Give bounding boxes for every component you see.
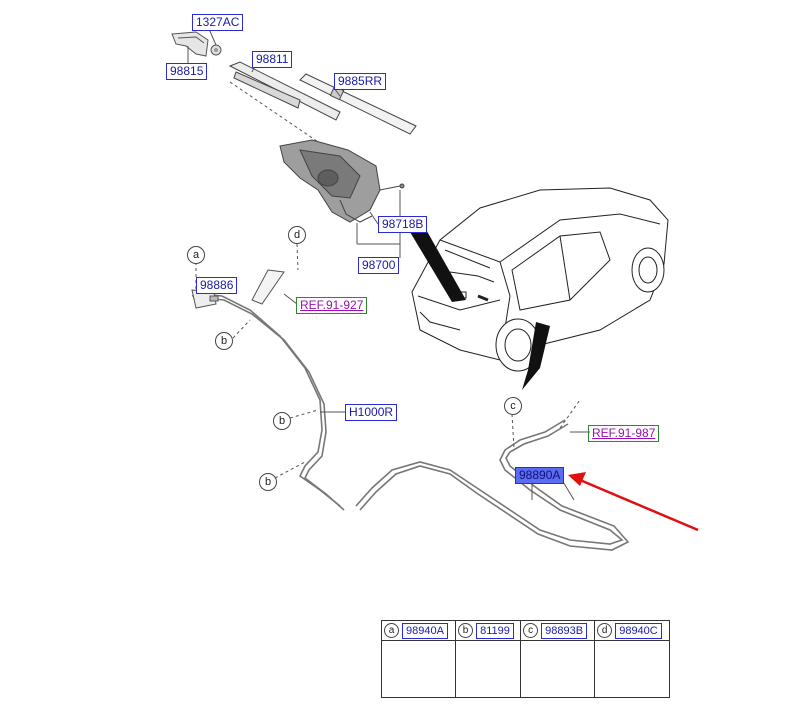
legend-header-d: d 98940C: [594, 620, 670, 641]
label-1327ac[interactable]: 1327AC: [192, 14, 244, 31]
label-98815[interactable]: 98815: [166, 63, 208, 80]
callout-c: c: [504, 397, 522, 415]
label-98886[interactable]: 98886: [196, 277, 238, 294]
callout-b-middle: b: [273, 412, 291, 430]
fastener-legend-table: a 98940A b 81199 c 98893B d 98940C: [380, 620, 670, 698]
highlight-arrow: [568, 472, 699, 532]
callout-b-lower: b: [259, 473, 277, 491]
callout-d: d: [288, 226, 306, 244]
leader-lines: [187, 28, 401, 258]
label-98890a[interactable]: 98890A: [515, 467, 565, 484]
legend-header-c: c 98893B: [520, 620, 596, 641]
ref-link-91-927[interactable]: REF.91-927: [296, 297, 368, 314]
legend-image-b: [455, 640, 522, 698]
legend-part-98893b[interactable]: 98893B: [541, 622, 588, 639]
callout-dashes: [195, 243, 581, 479]
callout-b-upper: b: [215, 332, 233, 350]
washer-hose: [191, 293, 630, 551]
legend-image-a: [380, 640, 457, 698]
car-illustration: [411, 187, 669, 372]
legend-part-98940c[interactable]: 98940C: [615, 622, 662, 639]
ref-link-91-987[interactable]: REF.91-987: [588, 425, 660, 442]
legend-letter-a: a: [384, 623, 399, 638]
legend-header-b: b 81199: [455, 620, 522, 641]
callout-wedges: [410, 226, 550, 390]
hose-clip-d: [251, 269, 285, 305]
wiper-motor: [279, 139, 405, 223]
legend-letter-c: c: [523, 623, 539, 638]
nut-part: [210, 44, 222, 56]
legend-part-98940a[interactable]: 98940A: [402, 622, 448, 639]
wiper-arm-cap: [171, 31, 209, 57]
label-98718b[interactable]: 98718B: [378, 216, 428, 233]
label-9885rr[interactable]: 9885RR: [334, 73, 387, 90]
wiper-arm: [228, 61, 341, 121]
washer-nozzle: [191, 289, 219, 309]
legend-image-c: [520, 640, 596, 698]
label-98700[interactable]: 98700: [358, 257, 400, 274]
legend-image-d: [594, 640, 670, 698]
legend-letter-b: b: [458, 623, 474, 638]
label-98811[interactable]: 98811: [252, 51, 293, 68]
legend-letter-d: d: [597, 623, 613, 638]
label-h1000r[interactable]: H1000R: [345, 404, 398, 421]
legend-part-81199[interactable]: 81199: [476, 622, 514, 639]
legend-header-a: a 98940A: [380, 620, 457, 641]
callout-a: a: [187, 246, 205, 264]
